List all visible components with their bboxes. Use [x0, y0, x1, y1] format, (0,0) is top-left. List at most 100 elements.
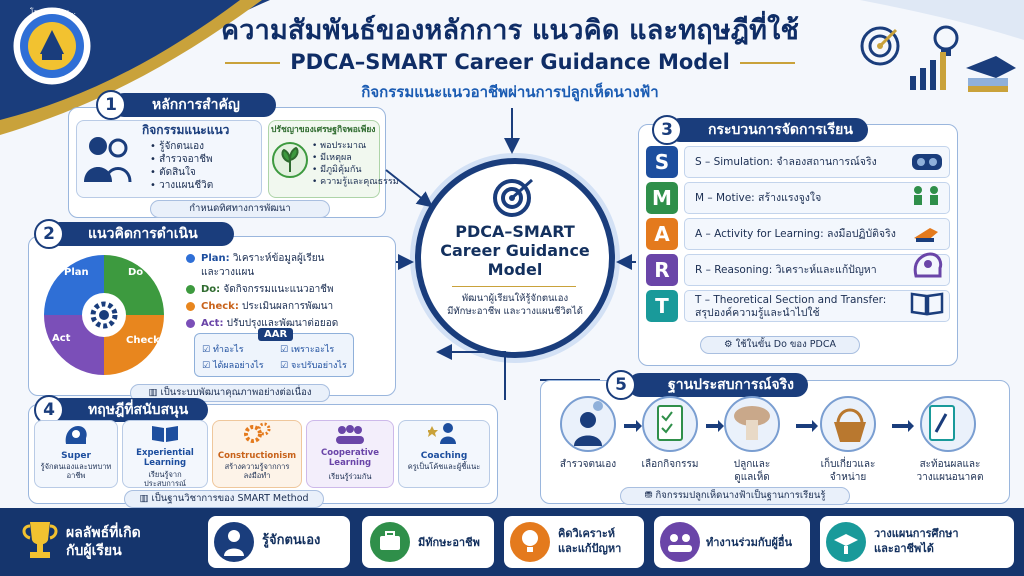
section-principles-number: 1 — [96, 90, 126, 120]
step-t-text2: สรุปองค์ความรู้และนำไปใช้ — [695, 307, 820, 319]
section-experience-number: 5 — [606, 370, 636, 400]
thinking-person-icon — [574, 401, 603, 446]
target-icon — [493, 178, 534, 217]
theory-desc: รู้จักตนเองและบทบาทอาชีพ — [40, 462, 112, 480]
bar-chart-icon — [910, 52, 946, 90]
experience-step-label: ปลูกและดูแลเห็ด — [733, 459, 771, 483]
guidance-list: • รู้จักตนเอง • สำรวจอาชีพ • ตัดสินใจ • … — [150, 140, 213, 192]
plant-icon — [272, 142, 308, 178]
outcome-label: มีทักษะอาชีพ — [418, 536, 480, 549]
cycle-label-do: Do — [128, 267, 144, 278]
center-title-line3: Model — [487, 260, 543, 279]
gears-icon — [244, 422, 271, 443]
school-logo — [6, 2, 102, 90]
step-r: R – Reasoning: วิเคราะห์และแก้ปัญหา — [684, 254, 950, 286]
theory-desc: ครูเป็นโค้ชและผู้ชี้แนะ — [407, 462, 481, 471]
logo-text: โรงเรียนบ้าน... — [30, 8, 76, 16]
team-icon — [660, 522, 700, 562]
theory-name: Cooperative Learning — [321, 448, 379, 468]
aar-item: ☑ ได้ผลอย่างไร — [202, 361, 264, 371]
outcomes-title-line1: ผลลัพธ์ที่เกิด — [66, 525, 141, 541]
theory-name: Experiential Learning — [136, 448, 194, 468]
section-theories-head: ทฤษฎีที่สนับสนุน — [48, 398, 208, 422]
outcome-label: ทำงานร่วมกับผู้อื่น — [706, 536, 793, 549]
philosophy-item: • ความรู้และคุณธรรม — [312, 177, 399, 187]
step-a: A – Activity for Learning: ลงมือปฏิบัติจ… — [684, 218, 950, 250]
section-approach-number: 2 — [34, 219, 64, 249]
clipboard-pen-icon — [929, 405, 955, 441]
section-theories-title: ทฤษฎีที่สนับสนุน — [88, 402, 189, 418]
model-name: PDCA–SMART Career Guidance Model — [290, 50, 730, 74]
aar-item: ☑ เพราะอะไร — [280, 345, 335, 355]
section-process-number: 3 — [652, 115, 682, 145]
theory-name: Constructionism — [217, 451, 297, 461]
experience-step-label: เก็บเกี่ยวและจำหน่าย — [820, 459, 876, 483]
philosophy-item: • มีเหตุผล — [312, 153, 352, 163]
section-principles-footer: กำหนดทิศทางการพัฒนา — [150, 200, 330, 218]
step-letter-t: T — [646, 290, 678, 322]
guidance-item: • รู้จักตนเอง — [150, 141, 204, 152]
philosophy-item: • มีภูมิคุ้มกัน — [312, 165, 362, 175]
guidance-item: • สำรวจอาชีพ — [150, 154, 213, 165]
center-desc-line2: มีทักษะอาชีพ และวางแผนชีวิตได้ — [447, 306, 583, 317]
step-letter-r: R — [646, 254, 678, 286]
experience-step-label: เลือกกิจกรรม — [641, 459, 699, 470]
gear-icon — [90, 301, 118, 329]
philosophy-list: • พอประมาณ • มีเหตุผล • มีภูมิคุ้มกัน • … — [312, 140, 399, 188]
center-divider — [452, 286, 576, 287]
step-letter-m: M — [646, 182, 678, 214]
header-icons — [860, 25, 1016, 92]
section-theories-footer: ▥ เป็นฐานวิชาการของ SMART Method — [124, 490, 324, 508]
outcome-label: คิดวิเคราะห์และแก้ปัญหา — [558, 527, 622, 555]
section-process-footer: ⚙ ใช้ในขั้น Do ของ PDCA — [700, 336, 860, 354]
theory-card-cooperative — [306, 420, 394, 488]
target-icon — [860, 26, 900, 66]
center-title-line2: Career Guidance — [440, 241, 590, 260]
pdca-item-check: Check: ประเมินผลการพัฒนา — [186, 300, 386, 314]
aar-item: ☑ จะปรับอย่างไร — [280, 361, 347, 371]
section-principles-head: หลักการสำคัญ — [112, 93, 276, 117]
aar-item: ☑ ทำอะไร — [202, 345, 244, 355]
center-title: PDCA–SMART Career Guidance Model — [425, 222, 605, 279]
guidance-card — [76, 120, 262, 198]
pdca-item-plan-cont: และวางแผน — [201, 267, 255, 278]
outcome-label: วางแผนการศึกษาและอาชีพได้ — [874, 527, 959, 555]
hand-tool-icon — [914, 228, 938, 242]
page-subtitle-2: กิจกรรมแนะแนวอาชีพผ่านการปลูกเห็ดนางฟ้า — [361, 83, 659, 101]
outcomes-title: ผลลัพธ์ที่เกิด กับผู้เรียน — [66, 524, 141, 560]
theory-desc: สร้างความรู้จากการลงมือทำ — [224, 462, 290, 480]
center-desc: พัฒนาผู้เรียนให้รู้จักตนเอง มีทักษะอาชีพ… — [430, 292, 600, 318]
step-m: M – Motive: สร้างแรงจูงใจ — [684, 182, 950, 214]
outcomes-title-line2: กับผู้เรียน — [66, 543, 122, 559]
cycle-label-act: Act — [52, 333, 71, 344]
section-approach-footer: ▥ เป็นระบบพัฒนาคุณภาพอย่างต่อเนื่อง — [130, 384, 330, 402]
section-experience-title: ฐานประสบการณ์จริง — [668, 377, 794, 393]
pdca-item-do: Do: จัดกิจกรรมแนะแนวอาชีพ — [186, 283, 386, 297]
experience-step-label: สำรวจตนเอง — [559, 459, 617, 470]
mushroom-icon — [734, 406, 770, 440]
trophy-icon — [22, 522, 58, 558]
vr-headset-icon — [912, 154, 942, 170]
section-principles-title: หลักการสำคัญ — [152, 97, 240, 113]
pdca-list: Plan: วิเคราะห์ข้อมูลผู้เรียน และวางแผน … — [186, 252, 386, 331]
philosophy-item: • พอประมาณ — [312, 141, 367, 151]
pdca-item-act: Act: ปรับปรุงและพัฒนาต่อยอด — [186, 317, 386, 331]
head-icon — [65, 426, 87, 444]
theory-desc: เรียนรู้จากประสบการณ์ — [144, 470, 186, 488]
theory-name: Coaching — [420, 451, 468, 461]
philosophy-title: ปรัชญาของเศรษฐกิจพอเพียง — [271, 125, 376, 135]
people-icon — [84, 137, 132, 183]
guidance-item: • วางแผนชีวิต — [150, 180, 214, 191]
pdca-cycle-diagram — [44, 255, 164, 375]
step-letter-a: A — [646, 218, 678, 250]
theory-card-experiential — [122, 420, 208, 488]
page-subtitle: PDCA–SMART Career Guidance Model — [200, 50, 820, 78]
experience-icons — [574, 401, 955, 446]
cycle-label-check: Check — [126, 335, 160, 346]
guidance-title: กิจกรรมแนะแนว — [142, 123, 230, 137]
head-gear-icon — [913, 252, 943, 278]
graduation-cap-icon — [966, 56, 1016, 92]
step-icons — [910, 154, 944, 316]
open-book-icon — [910, 292, 944, 316]
